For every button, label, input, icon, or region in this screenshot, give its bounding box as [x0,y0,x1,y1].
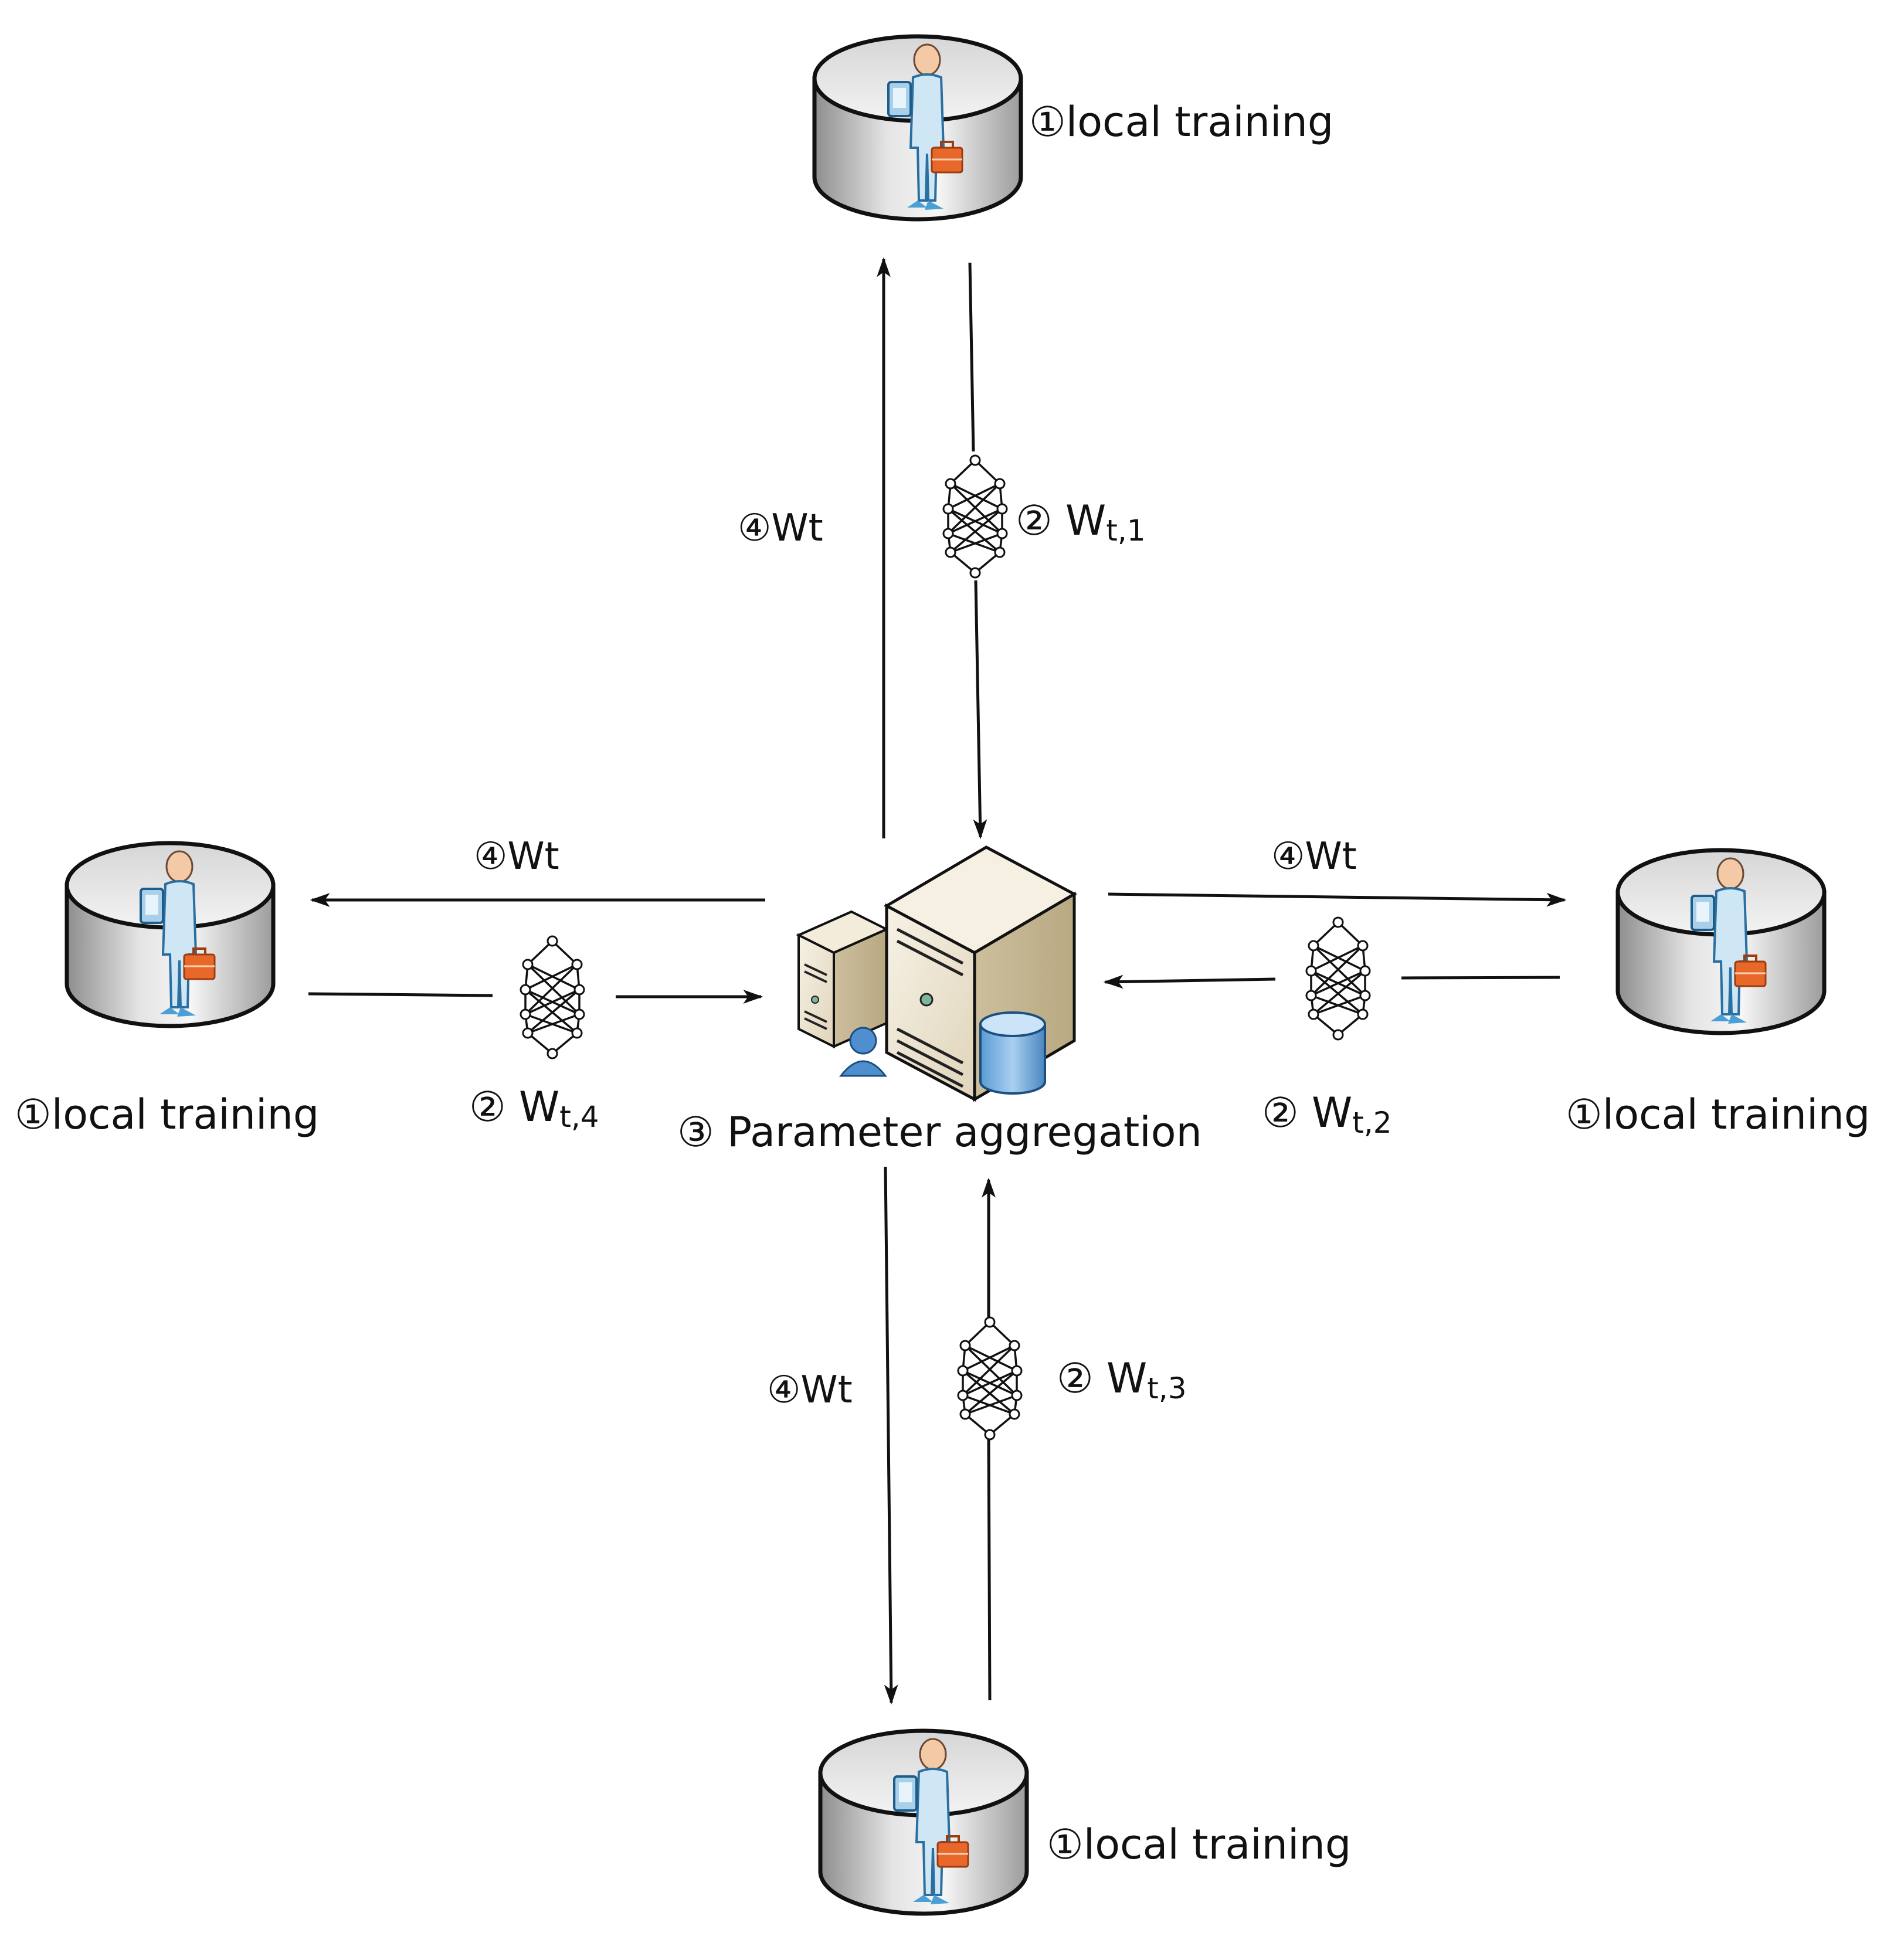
neural-network-icon [957,1316,1023,1441]
server-cluster-icon [799,847,1074,1099]
downlink-top-circle: ④ [738,507,771,550]
uplink-label-top: ② Wt,1 [1016,497,1146,548]
uplink-bottom-main: W [1106,1354,1147,1402]
uplink-right-sub: t,2 [1352,1106,1391,1140]
uplink-right-prefix: ② [1262,1089,1312,1137]
uplink-left-sub: t,4 [559,1100,599,1134]
downlink-right-text: Wt [1305,835,1356,878]
client-database-icon [814,36,1021,219]
client-top-label: ①local training [1029,98,1333,146]
arrow-up-right-a [1401,976,1560,980]
client-top: ①local training [814,36,1333,219]
client-database-icon [820,1731,1027,1914]
neural-network-icon [1305,916,1371,1041]
downlink-right-circle: ④ [1271,835,1305,878]
downlink-left-text: Wt [507,835,559,878]
uplink-label-left: ② Wt,4 [469,1083,599,1134]
uplink-left-main: W [519,1083,559,1131]
uplink-bottom-sub: t,3 [1147,1371,1186,1405]
uplink-top-prefix: ② [1016,497,1065,545]
uplink-bottom-prefix: ② [1057,1354,1106,1402]
client-left-label: ①local training [15,1091,319,1139]
client-right: ①local training [1566,850,1870,1139]
uplink-left-prefix: ② [469,1083,519,1131]
arrow-up-top-b [973,580,987,840]
neural-network-icon [520,935,585,1059]
uplink-label-right: ② Wt,2 [1262,1089,1392,1140]
client-bottom: ①local training [820,1731,1351,1914]
client-left: ①local training [15,843,319,1139]
neural-network-icon [942,454,1008,579]
downlink-top-text: Wt [771,507,823,550]
arrow-down-bottom [884,1166,898,1705]
client-database-icon [67,843,273,1026]
client-database-icon [1618,850,1824,1033]
client-right-label: ①local training [1566,1091,1870,1139]
client-bottom-label: ①local training [1047,1820,1351,1869]
downlink-left-circle: ④ [474,835,507,878]
downlink-label-top: ④Wt [738,507,823,550]
downlink-bottom-text: Wt [800,1368,852,1412]
arrow-up-right-b [1103,974,1276,989]
uplink-top-main: W [1065,497,1106,545]
arrow-up-left-a [308,992,493,997]
uplink-top-sub: t,1 [1106,514,1145,548]
arrow-down-right [1108,892,1567,907]
arrow-up-bottom-a [987,1436,992,1701]
arrow-up-top-a [968,262,975,452]
downlink-bottom-circle: ④ [767,1368,800,1412]
uplink-label-bottom: ② Wt,3 [1057,1354,1187,1405]
uplink-right-main: W [1312,1089,1352,1137]
downlink-label-left: ④Wt [474,835,559,878]
server-label: ③ Parameter aggregation [677,1108,1202,1156]
server: ③ Parameter aggregation [677,847,1202,1156]
downlink-label-bottom: ④Wt [767,1368,853,1412]
downlink-label-right: ④Wt [1271,835,1357,878]
